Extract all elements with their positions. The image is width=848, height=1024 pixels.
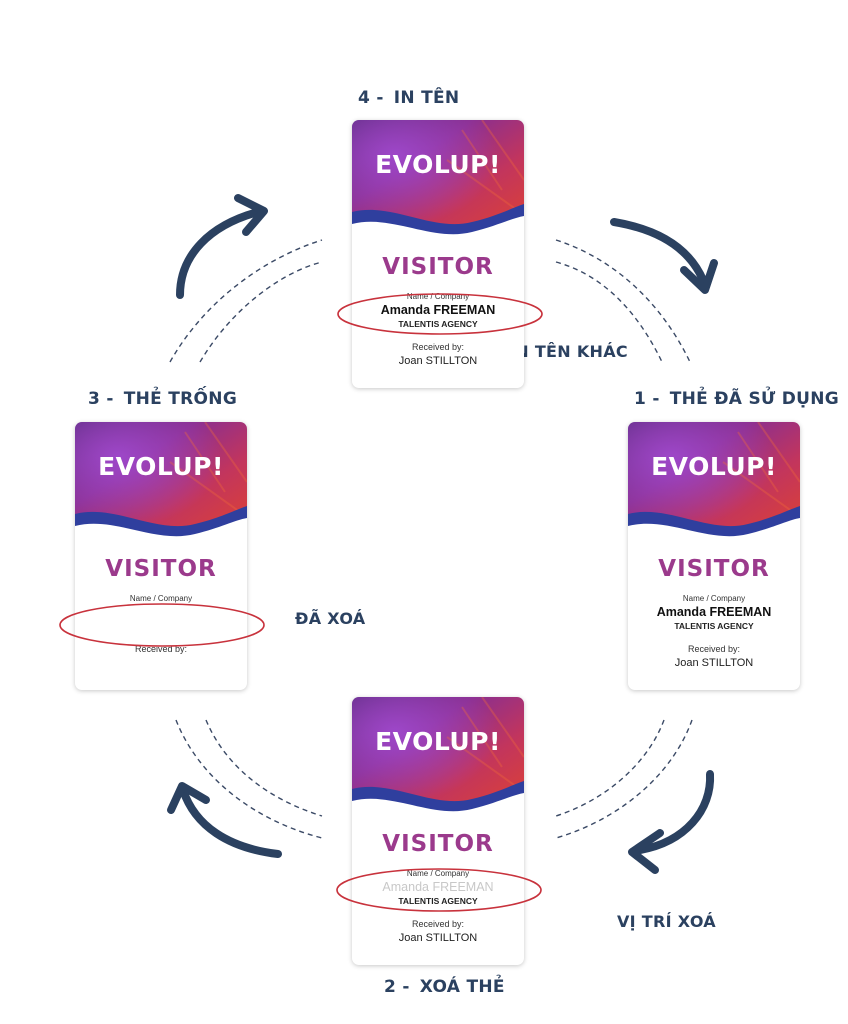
dashed-line-top-right-outer bbox=[555, 239, 691, 363]
company-name: TALENTIS AGENCY bbox=[398, 896, 478, 906]
name-company-label: Name / Company bbox=[129, 594, 193, 603]
card-step-1: EVOLUP! VISITOR Name / Company Amanda FR… bbox=[628, 422, 800, 690]
cycle-arrows bbox=[167, 194, 718, 874]
arrow-to-step-1-icon bbox=[610, 218, 718, 294]
step-1-number: 1 - bbox=[634, 389, 660, 409]
dashed-line-bottom-right-outer bbox=[555, 719, 693, 839]
card-header-art bbox=[352, 697, 524, 815]
step-4-text: IN TÊN bbox=[393, 88, 460, 108]
brand-logo: EVOLUP! bbox=[375, 150, 501, 179]
dashed-line-bottom-left-inner bbox=[205, 719, 323, 817]
step-4-number: 4 - bbox=[358, 88, 384, 108]
highlight-ellipse-print bbox=[337, 293, 543, 335]
visitor-title: VISITOR bbox=[382, 254, 494, 280]
step-1-text: THẺ ĐÃ SỬ DỤNG bbox=[669, 389, 840, 409]
received-by-label: Received by: bbox=[134, 644, 188, 654]
received-by-label: Received by: bbox=[411, 342, 465, 352]
highlight-ellipse-erased bbox=[59, 603, 265, 647]
arrow-to-step-2-icon bbox=[628, 770, 715, 874]
brand-logo: EVOLUP! bbox=[98, 452, 224, 481]
company-name: TALENTIS AGENCY bbox=[674, 621, 754, 631]
arrow-to-step-4-icon bbox=[176, 194, 268, 299]
person-name-faded: Amanda FREEMAN bbox=[382, 880, 494, 894]
receiver-name: Joan STILLTON bbox=[398, 355, 478, 367]
note-erased: ĐÃ XOÁ bbox=[295, 609, 366, 628]
step-3-number: 3 - bbox=[88, 389, 114, 409]
card-header-art bbox=[352, 120, 524, 238]
arrow-to-step-3-icon bbox=[167, 782, 282, 858]
step-4-label: 4 - IN TÊN bbox=[358, 88, 459, 108]
card-header-art bbox=[628, 422, 800, 540]
dashed-line-top-left-outer bbox=[169, 239, 323, 363]
step-2-label: 2 - XOÁ THẺ bbox=[384, 977, 505, 997]
step-1-label: 1 - THẺ ĐÃ SỬ DỤNG bbox=[634, 389, 839, 409]
received-by-label: Received by: bbox=[687, 644, 741, 654]
step-3-label: 3 - THẺ TRỐNG bbox=[88, 389, 237, 409]
step-3-text: THẺ TRỐNG bbox=[123, 389, 238, 409]
step-2-number: 2 - bbox=[384, 977, 410, 997]
dashed-line-bottom-left-outer bbox=[175, 719, 323, 839]
dashed-line-bottom-right-inner bbox=[555, 719, 665, 817]
note-print-other: IN TÊN KHÁC bbox=[509, 342, 628, 361]
step-2-text: XOÁ THẺ bbox=[419, 977, 505, 997]
dashed-line-top-left-inner bbox=[199, 261, 323, 363]
receiver-name: Joan STILLTON bbox=[674, 657, 754, 669]
received-by-label: Received by: bbox=[411, 919, 465, 929]
company-name: TALENTIS AGENCY bbox=[398, 319, 478, 329]
name-company-label: Name / Company bbox=[682, 594, 746, 603]
dashed-line-top-right-inner bbox=[555, 261, 663, 363]
brand-logo: EVOLUP! bbox=[375, 727, 501, 756]
visitor-title: VISITOR bbox=[105, 556, 217, 582]
name-company-label: Name / Company bbox=[406, 869, 470, 878]
receiver-name: Joan STILLTON bbox=[398, 932, 478, 944]
person-name: Amanda FREEMAN bbox=[380, 303, 496, 317]
card-step-2: EVOLUP! VISITOR Name / Company Amanda FR… bbox=[352, 697, 524, 965]
card-step-4: EVOLUP! VISITOR Name / Company Amanda FR… bbox=[352, 120, 524, 388]
visitor-title: VISITOR bbox=[382, 831, 494, 857]
highlight-ellipse-erase-position bbox=[336, 868, 542, 912]
name-company-label: Name / Company bbox=[406, 292, 470, 301]
brand-logo: EVOLUP! bbox=[651, 452, 777, 481]
person-name: Amanda FREEMAN bbox=[656, 605, 772, 619]
card-step-3: EVOLUP! VISITOR Name / Company Received … bbox=[75, 422, 247, 690]
visitor-title: VISITOR bbox=[658, 556, 770, 582]
card-header-art bbox=[75, 422, 247, 540]
note-erase-position: VỊ TRÍ XOÁ bbox=[617, 912, 716, 931]
dashed-guides bbox=[169, 239, 693, 839]
